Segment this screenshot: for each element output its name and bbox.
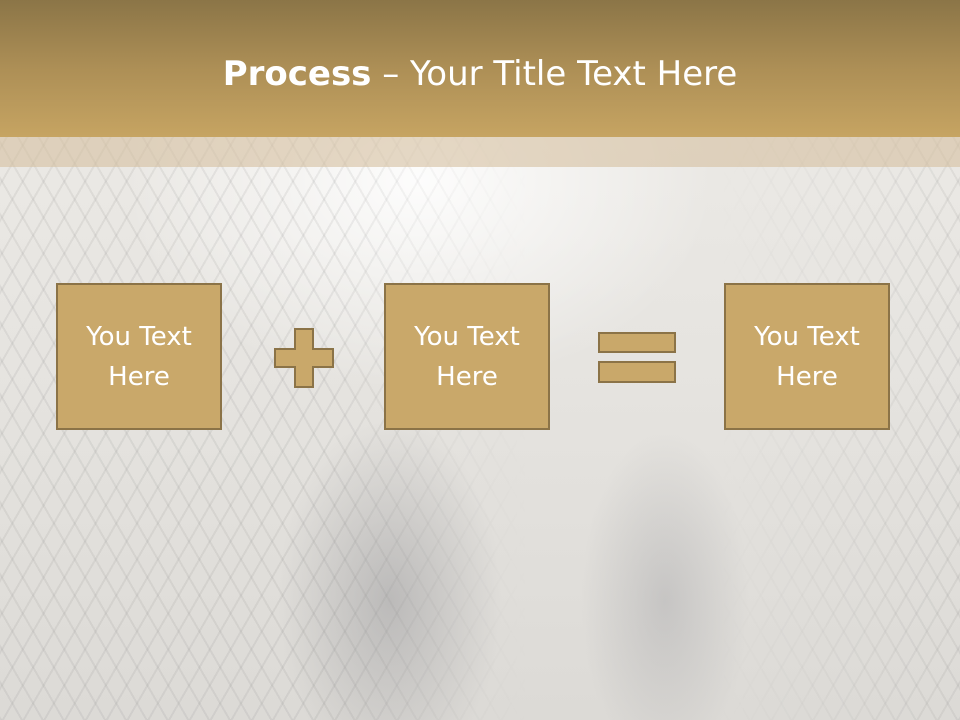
process-box-2-label: You Text Here xyxy=(414,321,520,392)
process-box-1[interactable]: You Text Here xyxy=(56,283,222,430)
process-box-3[interactable]: You Text Here xyxy=(724,283,890,430)
title-banner-strip xyxy=(0,137,960,167)
title-banner xyxy=(0,0,960,137)
process-box-3-label: You Text Here xyxy=(754,321,860,392)
slide-title[interactable]: Process – Your Title Text Here xyxy=(0,52,960,96)
plus-icon xyxy=(274,328,334,388)
slide-title-rest: – Your Title Text Here xyxy=(371,54,738,94)
process-box-1-label: You Text Here xyxy=(86,321,192,392)
equals-icon xyxy=(598,332,676,383)
slide-title-bold: Process xyxy=(222,54,372,94)
process-box-2[interactable]: You Text Here xyxy=(384,283,550,430)
